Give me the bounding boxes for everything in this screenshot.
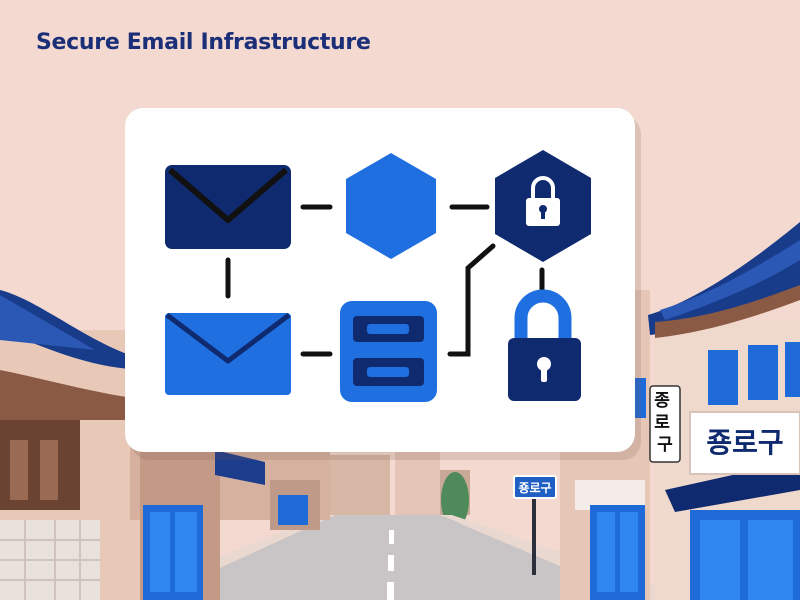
vertical-sign-char-2: 로 — [654, 413, 670, 433]
hexagon-icon — [346, 153, 436, 259]
shop-sign-text: 죵로구 — [706, 426, 783, 459]
vertical-sign-char-1: 종 — [654, 391, 670, 411]
right-hanok-eaves — [655, 285, 800, 338]
left-window-pane — [175, 512, 197, 592]
street-sign-text: 죵로구 — [518, 481, 551, 495]
envelope-open-icon — [165, 313, 291, 395]
lane-marking — [387, 582, 394, 600]
server-icon — [340, 301, 437, 402]
left-hanok-roof-tiles — [0, 295, 95, 350]
page-title: Secure Email Infrastructure — [36, 30, 371, 55]
infrastructure-diagram-card — [125, 108, 635, 452]
right-hanok-window — [748, 345, 778, 400]
left-hanok-door — [40, 440, 58, 500]
right-hanok-window — [785, 342, 800, 397]
infrastructure-diagram — [165, 150, 591, 402]
lane-marking — [388, 555, 394, 571]
lane-marking — [389, 530, 394, 544]
road — [150, 515, 640, 600]
svg-text:종 로 구: 종 로 구 — [654, 391, 676, 455]
connector-lock-server — [447, 243, 496, 357]
street-sign-pole — [532, 490, 536, 575]
padlock-icon — [508, 289, 581, 401]
right-hanok-window — [708, 350, 738, 405]
vertical-sign — [649, 385, 681, 463]
left-hanok-roof — [0, 290, 150, 370]
connector-lines — [225, 204, 545, 357]
street-sign — [513, 475, 557, 499]
distant-building — [330, 455, 390, 515]
left-window-far — [278, 495, 308, 525]
right-hanok-roof-tiles — [660, 240, 800, 320]
right-window-pane — [620, 512, 638, 592]
right-upper-window — [632, 378, 646, 418]
left-window-pane — [150, 512, 170, 592]
right-shop-pane — [700, 520, 740, 600]
vertical-sign-char-3: 구 — [657, 435, 673, 455]
tree — [441, 472, 469, 528]
right-shop-pane — [748, 520, 793, 600]
right-window-pane — [597, 512, 615, 592]
left-hanok-eaves — [0, 370, 150, 420]
left-hanok-door — [10, 440, 28, 500]
distant-building — [395, 440, 440, 515]
envelope-icon — [165, 165, 291, 249]
shop-sign — [689, 411, 800, 475]
left-awning — [215, 450, 265, 485]
hexagon-lock-icon — [495, 150, 591, 262]
